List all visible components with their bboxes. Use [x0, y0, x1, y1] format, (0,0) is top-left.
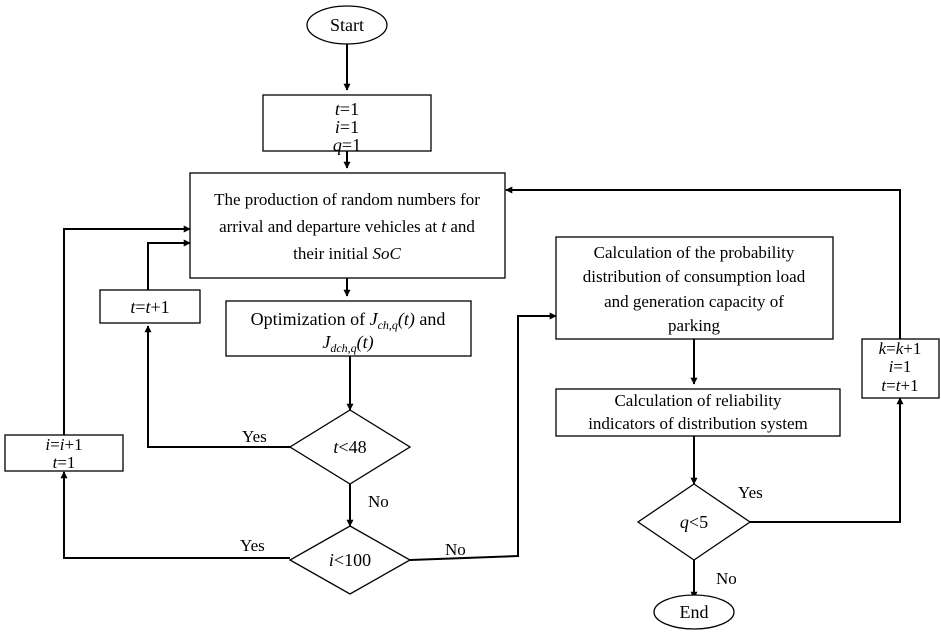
init-line-i: i=1 — [335, 117, 359, 137]
reliability-line-2: indicators of distribution system — [588, 414, 808, 433]
label-t-no: No — [368, 492, 389, 511]
reliability-box: Calculation of reliability indicators of… — [555, 388, 841, 437]
random-numbers-box: The production of random numbers for arr… — [189, 172, 506, 279]
k-box-line-2: i=1 — [889, 357, 912, 376]
random-line-3: their initial SoC — [293, 244, 401, 263]
edge-k-box-to-random — [505, 186, 901, 339]
edge-i-no-to-probability — [409, 312, 557, 561]
probability-line-1: Calculation of the probability — [594, 243, 795, 262]
edge-labels: Yes No Yes No Yes No — [240, 427, 763, 588]
connectors — [60, 44, 904, 599]
i-increment-line-1: i=i+1 — [45, 435, 82, 454]
probability-box: Calculation of the probability distribut… — [555, 236, 834, 340]
label-q-no: No — [716, 569, 737, 588]
init-line-q: q=1 — [333, 135, 361, 155]
i-increment-box: i=i+1 t=1 — [4, 434, 124, 472]
k-increment-box: k=k+1 i=1 t=t+1 — [861, 338, 940, 399]
label-i-yes: Yes — [240, 536, 265, 555]
end-label: End — [680, 602, 709, 622]
label-t-yes: Yes — [242, 427, 267, 446]
edge-q-yes-to-k-box — [750, 397, 904, 523]
decision-q: q<5 — [636, 483, 752, 561]
optimization-line-1: Optimization of Jch,q(t) and — [251, 309, 446, 332]
probability-line-2: distribution of consumption load — [583, 267, 806, 286]
decision-t: t<48 — [288, 409, 412, 485]
t-increment-box: t=t+1 — [99, 289, 201, 324]
edge-t-yes-to-t-increment — [144, 325, 290, 448]
optimization-line-2: Jdch,q(t) — [322, 332, 373, 355]
decision-i: i<100 — [288, 525, 412, 595]
edge-i-yes-to-i-increment — [60, 471, 290, 559]
edge-t-increment-to-random — [147, 239, 191, 290]
decision-i-label: i<100 — [329, 550, 371, 570]
random-line-1: The production of random numbers for — [214, 190, 480, 209]
reliability-line-1: Calculation of reliability — [614, 391, 782, 410]
label-i-no: No — [445, 540, 466, 559]
label-q-yes: Yes — [738, 483, 763, 502]
end-node: End — [653, 594, 735, 630]
start-label: Start — [330, 15, 364, 35]
t-increment-label: t=t+1 — [130, 297, 169, 317]
k-box-line-1: k=k+1 — [879, 339, 922, 358]
edge-i-increment-to-random — [63, 225, 191, 435]
start-node: Start — [306, 5, 388, 45]
random-line-2: arrival and departure vehicles at t and — [219, 217, 475, 236]
init-line-t: t=1 — [335, 99, 359, 119]
optimization-box: Optimization of Jch,q(t) and Jdch,q(t) — [225, 300, 472, 357]
probability-line-4: parking — [668, 316, 720, 335]
decision-t-label: t<48 — [333, 437, 366, 457]
i-increment-line-2: t=1 — [53, 453, 76, 472]
k-box-line-3: t=t+1 — [881, 376, 918, 395]
probability-line-3: and generation capacity of — [604, 292, 784, 311]
init-box: t=1 i=1 q=1 — [262, 94, 432, 155]
decision-q-label: q<5 — [680, 512, 708, 532]
